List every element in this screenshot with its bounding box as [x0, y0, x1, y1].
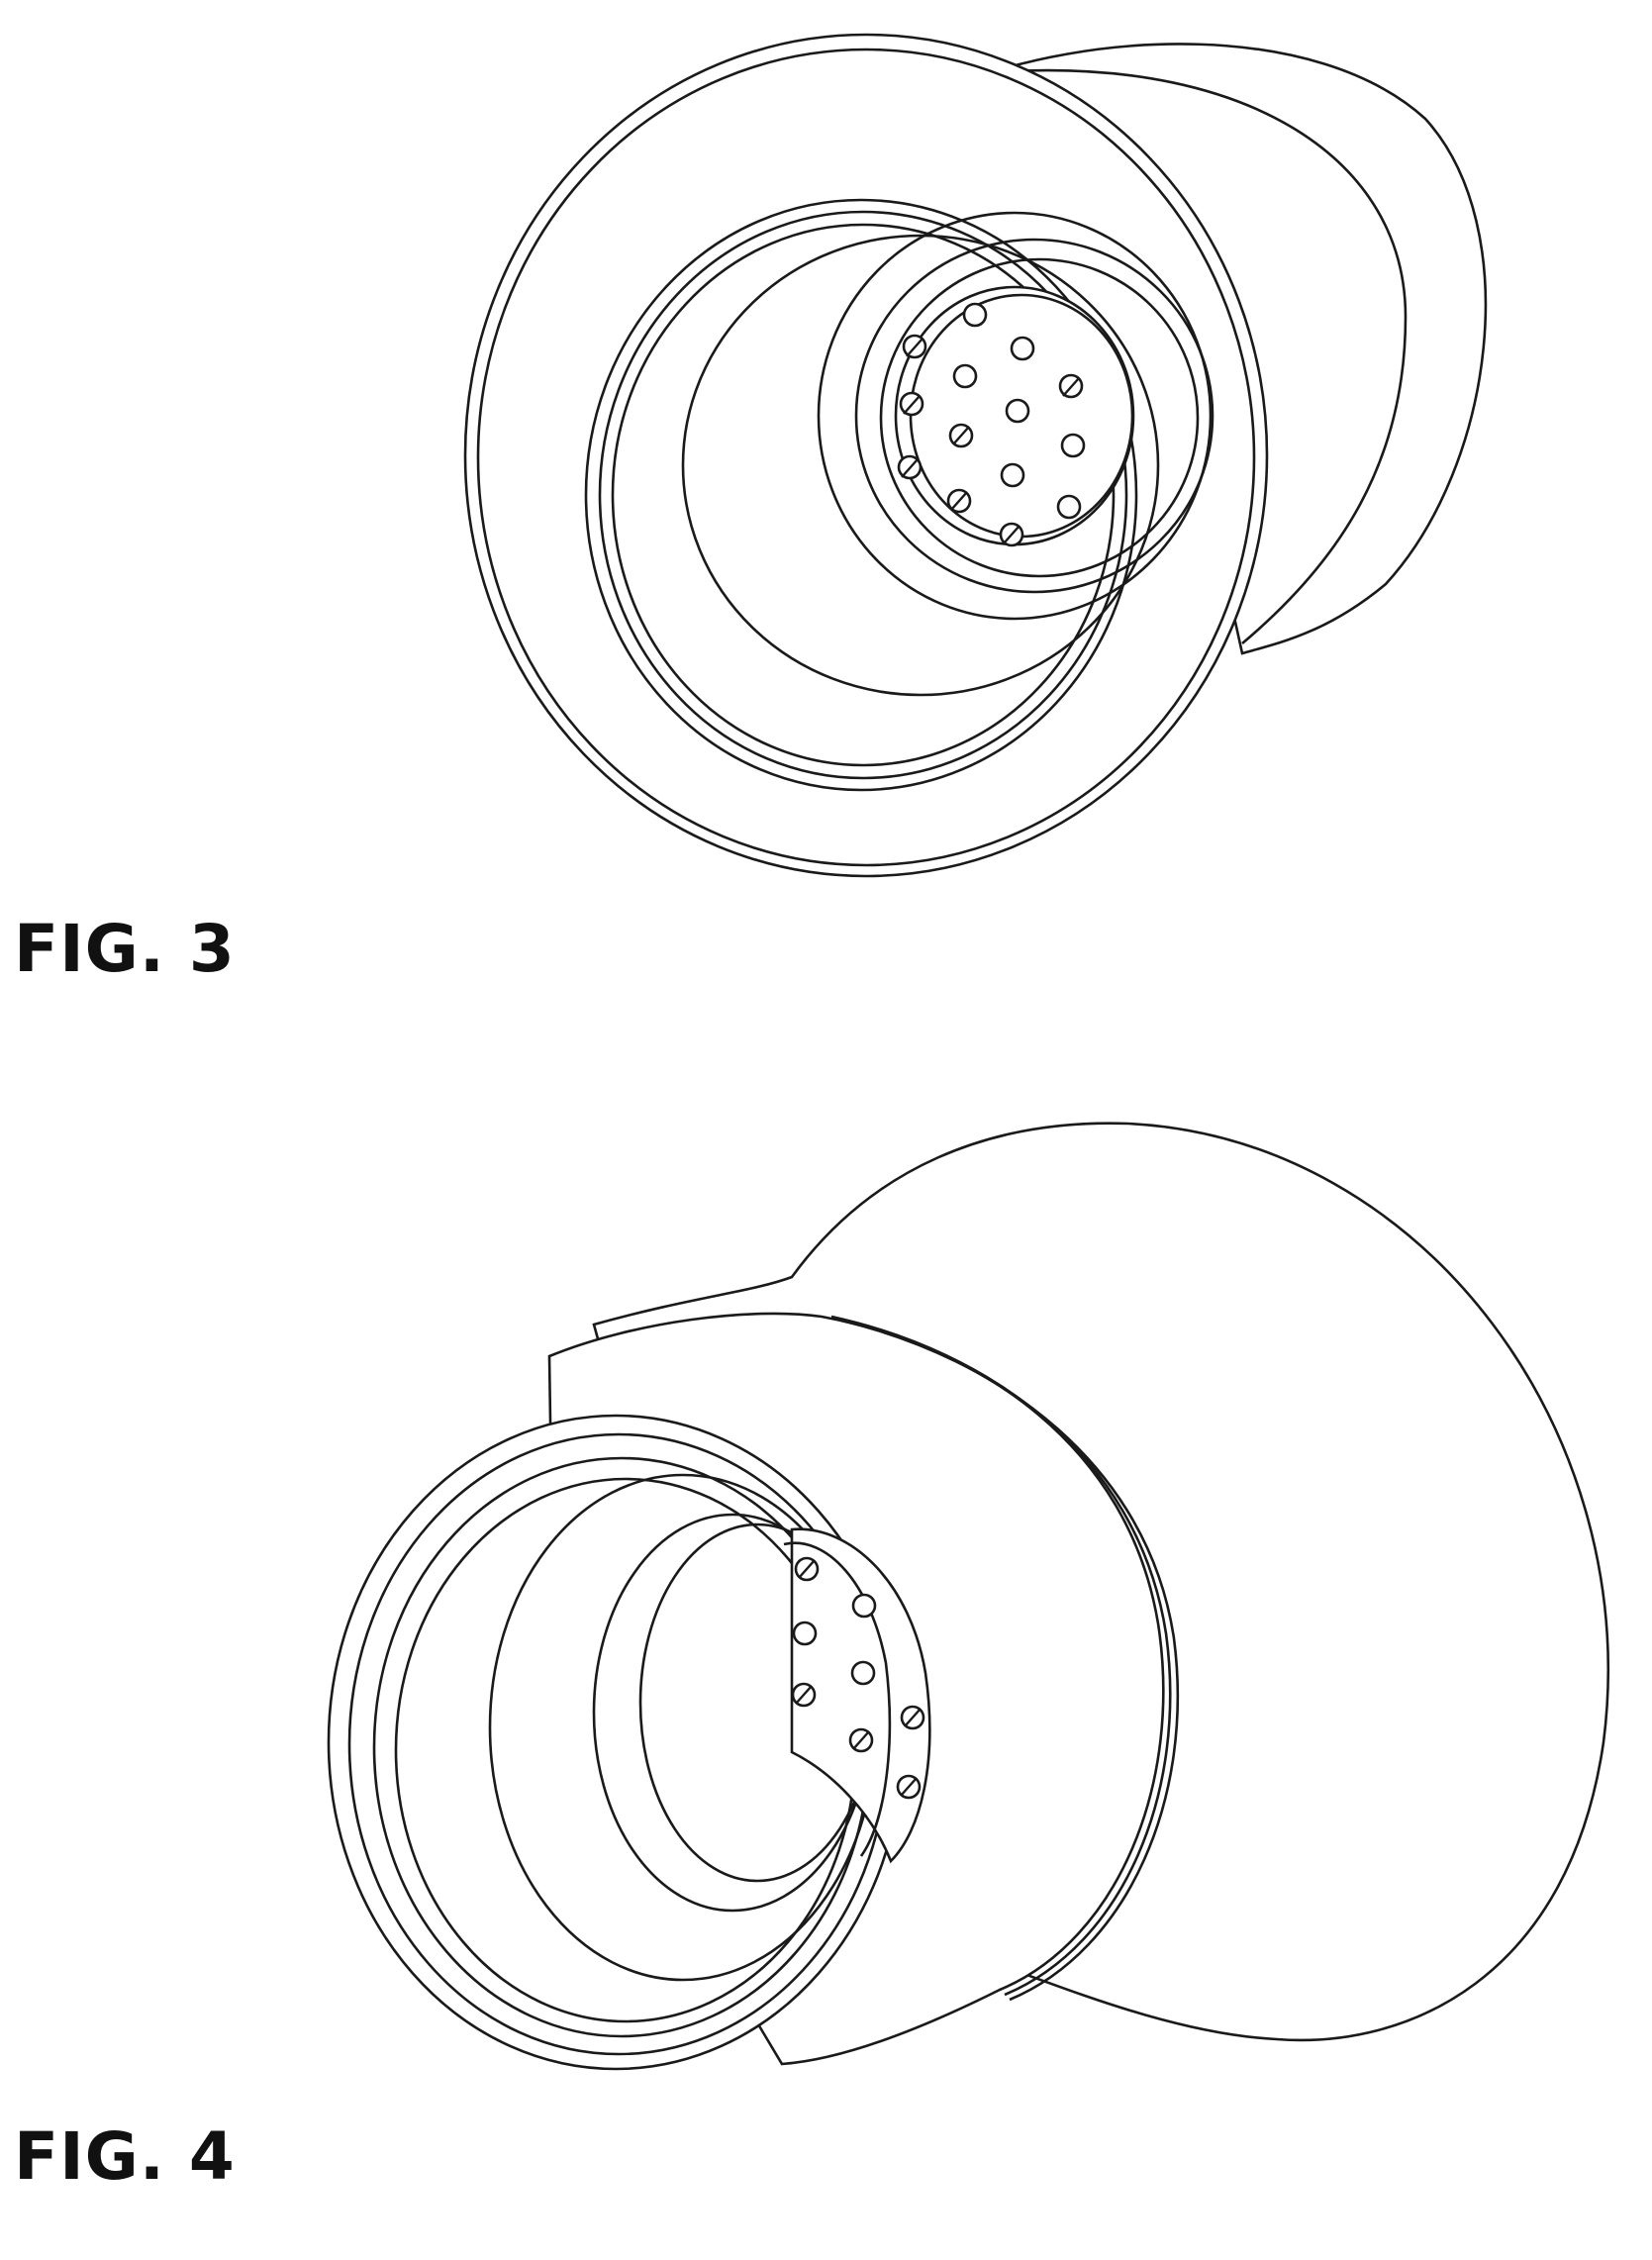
fig4-perforations [791, 1556, 925, 1800]
fig3-bore-step-outer [817, 211, 1213, 621]
figure-3-label: FIG. 3 [14, 911, 236, 987]
fig4-hole [850, 1660, 876, 1686]
fig3-inner-bore [681, 234, 1160, 697]
fig3-hole [952, 363, 978, 389]
fig4-collar-edge-2 [840, 1319, 1180, 2002]
figure-4-label: FIG. 4 [14, 2118, 236, 2195]
fig3-hole [962, 302, 988, 328]
fig4-hole [792, 1621, 818, 1646]
fig4-perforated-disc-rim [783, 1541, 892, 1857]
fig3-ring-3 [598, 210, 1128, 780]
fig3-rear-body-inner-edge [1009, 68, 1408, 644]
fig4-hole [851, 1593, 877, 1619]
fig3-bore-step-inner [879, 257, 1200, 578]
fig3-hole [1060, 433, 1086, 458]
fig3-hole [1000, 462, 1025, 488]
fig3-bore-step [854, 238, 1215, 594]
fig3-outer-rim [463, 33, 1269, 878]
fig3-ring-2 [584, 198, 1138, 792]
fig3-outer-rim-inner [476, 48, 1256, 867]
fig3-hole [1056, 494, 1082, 520]
fig3-ring-4 [611, 223, 1116, 767]
fig3-hole [1005, 398, 1030, 424]
fig4-drawing [327, 1122, 1609, 2071]
fig3-perforations [897, 302, 1086, 547]
fig3-hole [1010, 336, 1035, 361]
fig4-perforated-disc [790, 1527, 931, 1864]
fig3-drawing [463, 33, 1488, 878]
